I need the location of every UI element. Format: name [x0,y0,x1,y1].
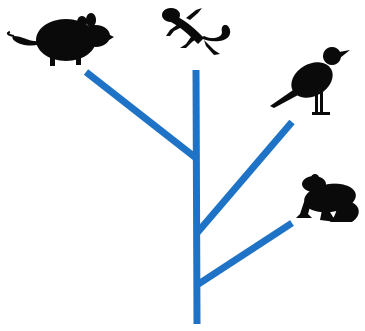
lizard-icon [162,8,231,55]
trunk [192,69,201,325]
branch-bird [194,119,295,236]
branch-mouse [83,69,199,161]
branch-frog [195,220,294,288]
bird-icon [270,47,350,115]
mouse-icon [6,13,114,66]
tree-branches [83,69,295,325]
frog-icon [296,174,359,222]
